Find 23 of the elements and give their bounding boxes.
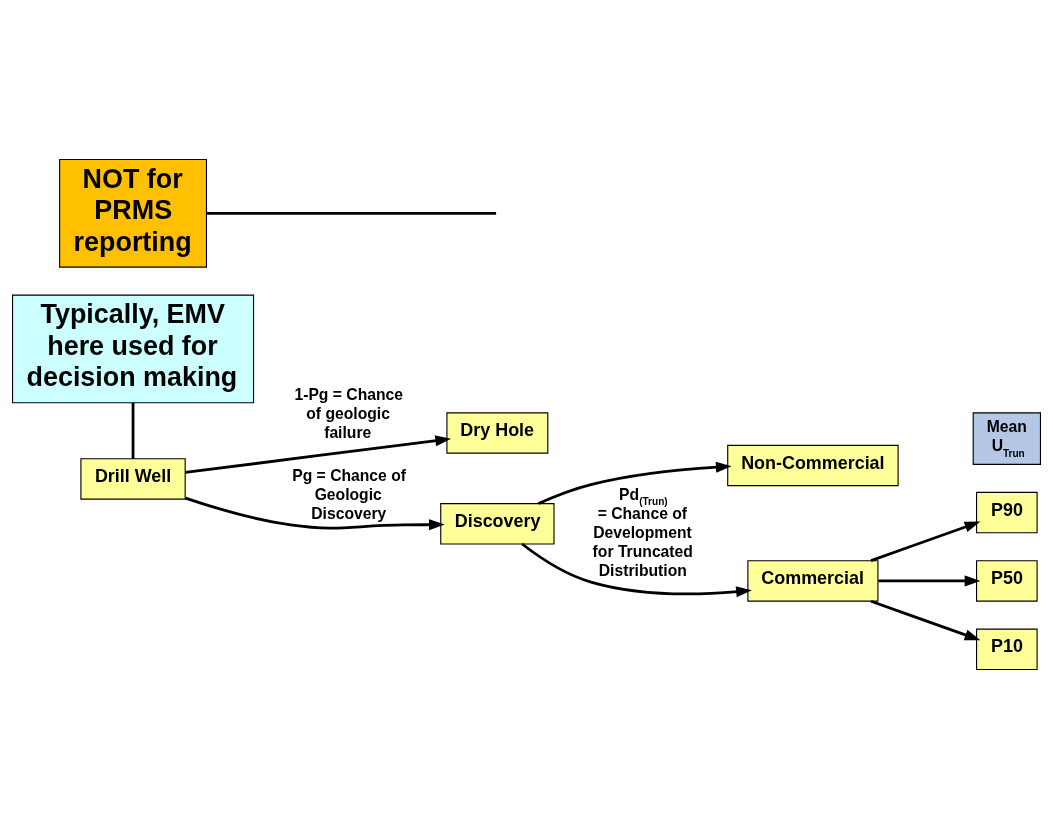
node-box: P10: [976, 628, 1038, 671]
connector: [206, 211, 497, 215]
node-box: P90: [976, 491, 1038, 534]
node-box: Discovery: [440, 503, 555, 545]
arrow: [185, 435, 452, 474]
node-box: NOT for PRMS reporting: [59, 158, 208, 268]
edge-label: 1-Pg = Chance of geologic failure: [294, 386, 404, 442]
arrow: [521, 542, 752, 598]
node-box: Drill Well: [80, 458, 186, 500]
node-box: Commercial: [747, 560, 879, 602]
node-box: Dry Hole: [446, 412, 549, 454]
node-box: P50: [976, 560, 1038, 602]
connector: [131, 402, 135, 459]
arrow: [185, 496, 445, 531]
arrow: [537, 461, 732, 505]
arrow: [870, 600, 981, 641]
arrow: [878, 575, 981, 587]
edge-label: Pg = Chance of Geologic Discovery: [292, 466, 406, 522]
node-box: Mean U$_{Trun}$: [972, 412, 1041, 465]
node-box: Typically, EMV here used for decision making: [11, 294, 255, 404]
arrow: [870, 521, 981, 562]
edge-label: Pd$_{(Trun)}$ = Chance of Development for Truncated Distribution: [592, 485, 693, 580]
node-box: Non-Commercial: [727, 444, 899, 487]
